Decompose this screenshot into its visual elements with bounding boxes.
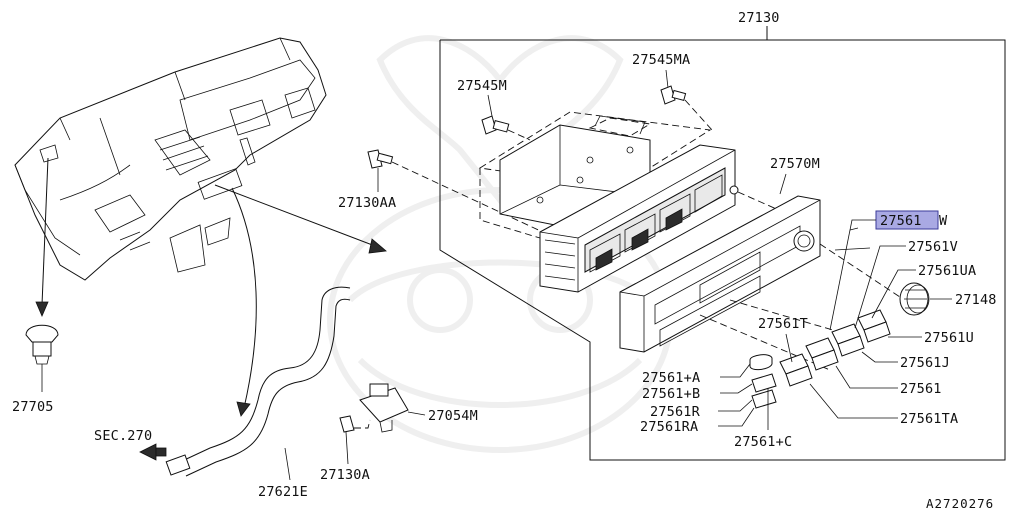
- label-27561RA-group[interactable]: 27561RA: [640, 407, 755, 435]
- bezel-27570M[interactable]: 27570M: [619, 156, 851, 371]
- label-27561plusB-group[interactable]: 27561+B: [642, 383, 753, 402]
- label-27561-highlighted[interactable]: 27561: [880, 213, 922, 229]
- label-27561RA[interactable]: 27561RA: [640, 419, 698, 435]
- label-27705[interactable]: 27705: [12, 399, 54, 415]
- screw-27130A[interactable]: 27130A: [320, 415, 371, 483]
- button-stack-right: [779, 227, 891, 387]
- label-27621E[interactable]: 27621E: [258, 484, 308, 500]
- label-27561V-group[interactable]: 27561V: [854, 239, 958, 329]
- label-27561U-group[interactable]: 27561U: [888, 330, 974, 346]
- aspirator-hose-27621E[interactable]: 27621E SEC.270: [94, 286, 351, 500]
- label-27545MA[interactable]: 27545MA: [632, 52, 690, 68]
- label-27561R[interactable]: 27561R: [650, 404, 701, 420]
- screw-27545MA[interactable]: 27545MA: [632, 52, 713, 131]
- label-27561TA-group[interactable]: 27561TA: [809, 383, 958, 427]
- diagram-reference-code: A2720276: [926, 496, 994, 511]
- label-27561[interactable]: 27561: [900, 381, 942, 397]
- button-stack-left: [749, 354, 777, 409]
- callout-arrows: [35, 157, 387, 417]
- label-27148[interactable]: 27148: [955, 292, 997, 308]
- label-27561TA[interactable]: 27561TA: [900, 411, 958, 427]
- label-27561W-group[interactable]: 27561 W: [829, 210, 948, 331]
- label-27561J-group[interactable]: 27561J: [861, 351, 950, 371]
- label-27561T-group[interactable]: 27561T: [758, 316, 808, 363]
- label-27561plusB[interactable]: 27561+B: [642, 386, 700, 402]
- label-27561plusA[interactable]: 27561+A: [642, 370, 700, 386]
- label-27130A[interactable]: 27130A: [320, 467, 370, 483]
- screw-27130AA[interactable]: 27130AA: [338, 149, 561, 241]
- knob-27148[interactable]: 27148: [819, 243, 997, 316]
- label-27545M[interactable]: 27545M: [457, 78, 507, 94]
- label-27561V[interactable]: 27561V: [908, 239, 958, 255]
- label-27561U[interactable]: 27561U: [924, 330, 974, 346]
- label-27561T[interactable]: 27561T: [758, 316, 808, 332]
- label-27561UA[interactable]: 27561UA: [918, 263, 976, 279]
- label-27570M[interactable]: 27570M: [770, 156, 820, 172]
- clip-27705[interactable]: 27705: [12, 324, 59, 415]
- label-27561plusC[interactable]: 27561+C: [734, 434, 792, 450]
- screw-27545M[interactable]: 27545M: [457, 78, 531, 141]
- label-27054M[interactable]: 27054M: [428, 408, 478, 424]
- label-27561plusC-group[interactable]: 27561+C: [734, 388, 792, 450]
- label-27561J[interactable]: 27561J: [900, 355, 950, 371]
- label-27130[interactable]: 27130: [738, 10, 780, 26]
- sensor-27054M[interactable]: 27054M: [359, 383, 478, 433]
- dashboard-illustration: [14, 37, 327, 281]
- label-27561W-suffix: W: [939, 213, 948, 229]
- control-unit-body: [478, 111, 791, 293]
- label-27561R-group[interactable]: 27561R: [650, 399, 753, 420]
- label-sec270[interactable]: SEC.270: [94, 428, 152, 444]
- label-27561plusA-group[interactable]: 27561+A: [642, 363, 751, 386]
- label-27561-group[interactable]: 27561: [835, 365, 942, 397]
- label-27561UA-group[interactable]: 27561UA: [871, 263, 976, 319]
- label-27130AA[interactable]: 27130AA: [338, 195, 396, 211]
- assembly-27130-frame: 27130: [439, 10, 1006, 461]
